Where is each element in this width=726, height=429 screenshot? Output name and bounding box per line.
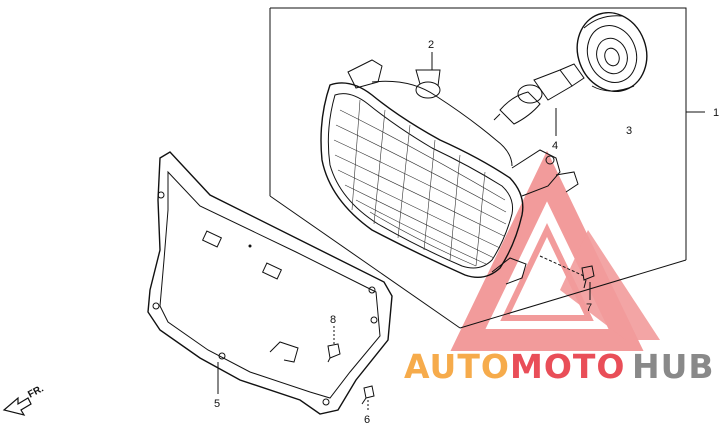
callout-2: 2	[428, 39, 434, 51]
socket-cover	[576, 11, 648, 93]
watermark-text: AUTO MOTO HUB	[404, 347, 715, 386]
watermark-part-hub: HUB	[632, 347, 715, 386]
screw-8-lower	[361, 385, 375, 405]
callout-1: 1	[713, 107, 719, 119]
watermark-triangle-logo	[450, 150, 660, 351]
assembly-bracket-lines	[269, 7, 705, 329]
lens-hatching	[333, 99, 507, 267]
headlight-bulb	[493, 63, 585, 125]
callout-4: 4	[552, 140, 558, 152]
screw-8-upper	[327, 343, 341, 363]
direction-label: FR.	[26, 383, 46, 400]
callout-3: 3	[626, 125, 632, 137]
callout-7: 7	[586, 302, 592, 314]
watermark-part-moto: MOTO	[510, 347, 625, 386]
callout-6: 6	[364, 414, 370, 426]
headlight-mounting-frame	[147, 151, 393, 415]
callout-8: 8	[330, 314, 336, 326]
callout-5: 5	[214, 398, 220, 410]
leader-lines	[217, 52, 591, 412]
front-direction-arrow: FR.	[2, 383, 46, 416]
watermark-part-auto: AUTO	[404, 347, 510, 386]
headlight-housing	[320, 59, 579, 285]
